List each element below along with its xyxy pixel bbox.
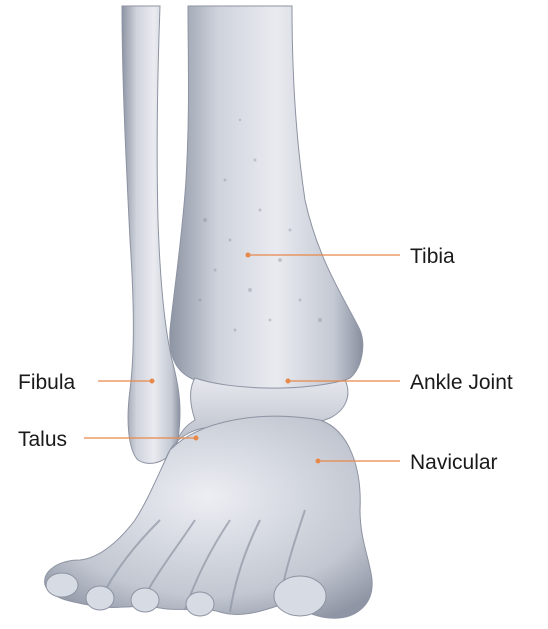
label-fibula: Fibula [18, 372, 75, 393]
leader-dot-talus [194, 436, 199, 441]
leader-dot-tibia [246, 253, 251, 258]
label-talus: Talus [18, 429, 67, 450]
leader-dot-navicular [316, 459, 321, 464]
leader-dot-fibula [150, 379, 155, 384]
label-ankle-joint: Ankle Joint [410, 372, 513, 393]
leader-dot-ankle-joint [286, 379, 291, 384]
label-navicular: Navicular [410, 452, 498, 473]
tibia-bone [170, 6, 363, 389]
label-tibia: Tibia [410, 246, 455, 267]
fibula-bone [122, 6, 180, 463]
